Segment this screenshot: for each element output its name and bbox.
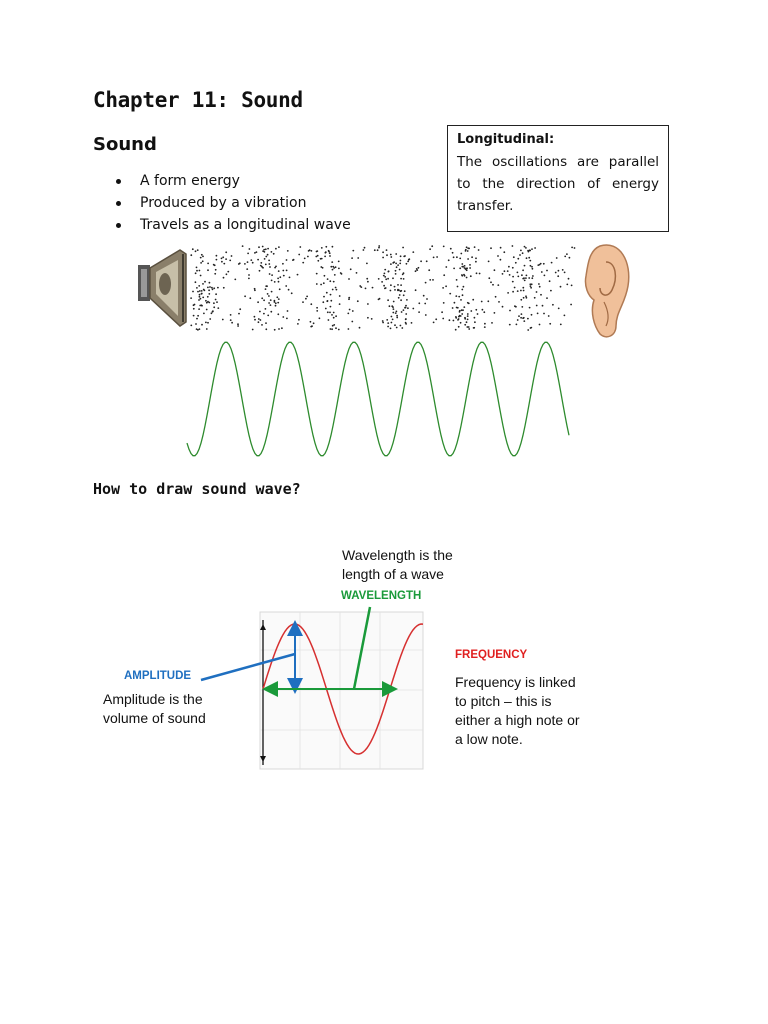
wavelength-pointer (354, 607, 370, 689)
wavelength-tag: WAVELENGTH (341, 590, 421, 602)
amplitude-pointer (201, 654, 295, 680)
frequency-note: Frequency is linked to pitch – this is e… (455, 673, 580, 749)
transverse-wave (187, 342, 569, 455)
ear-icon (585, 245, 628, 337)
section-heading-draw: How to draw sound wave? (93, 480, 301, 498)
graph-frame (260, 612, 423, 769)
longitudinal-wave-illustration (0, 0, 768, 470)
frequency-tag: FREQUENCY (455, 649, 527, 661)
graph-grid (260, 612, 423, 769)
wavelength-note: Wavelength is the length of a wave (342, 546, 453, 584)
speaker-icon (138, 250, 186, 326)
amplitude-tag: AMPLITUDE (124, 670, 191, 682)
compression-particles (190, 245, 575, 331)
sine-wave (263, 624, 423, 754)
amplitude-note: Amplitude is the volume of sound (103, 690, 206, 728)
